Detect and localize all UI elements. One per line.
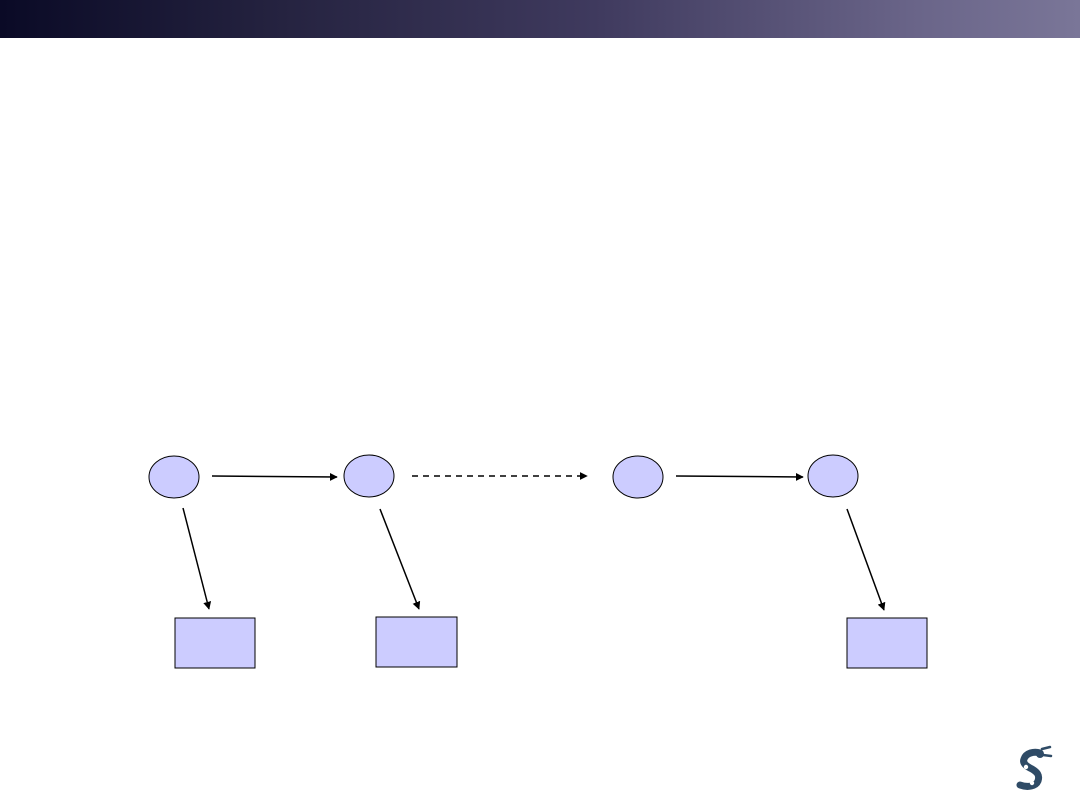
- header-bar: [0, 0, 1080, 38]
- edge-state-2-to-observation-2: [379, 508, 421, 610]
- edge-state-3-to-state-4: [675, 472, 804, 481]
- state-node-4: [807, 454, 859, 498]
- robot-arm-logo-icon: [1016, 745, 1053, 790]
- edge-state-4-to-observation-4: [846, 508, 886, 611]
- state-node-3: [612, 455, 664, 499]
- observation-box-2: [375, 616, 458, 668]
- edge-state-1-to-observation-1: [182, 507, 212, 610]
- edge-state-1-to-state-2: [211, 472, 338, 481]
- observation-box-1: [174, 617, 256, 669]
- state-node-2: [343, 454, 395, 498]
- state-node-1: [148, 455, 200, 499]
- observation-box-4: [846, 617, 928, 669]
